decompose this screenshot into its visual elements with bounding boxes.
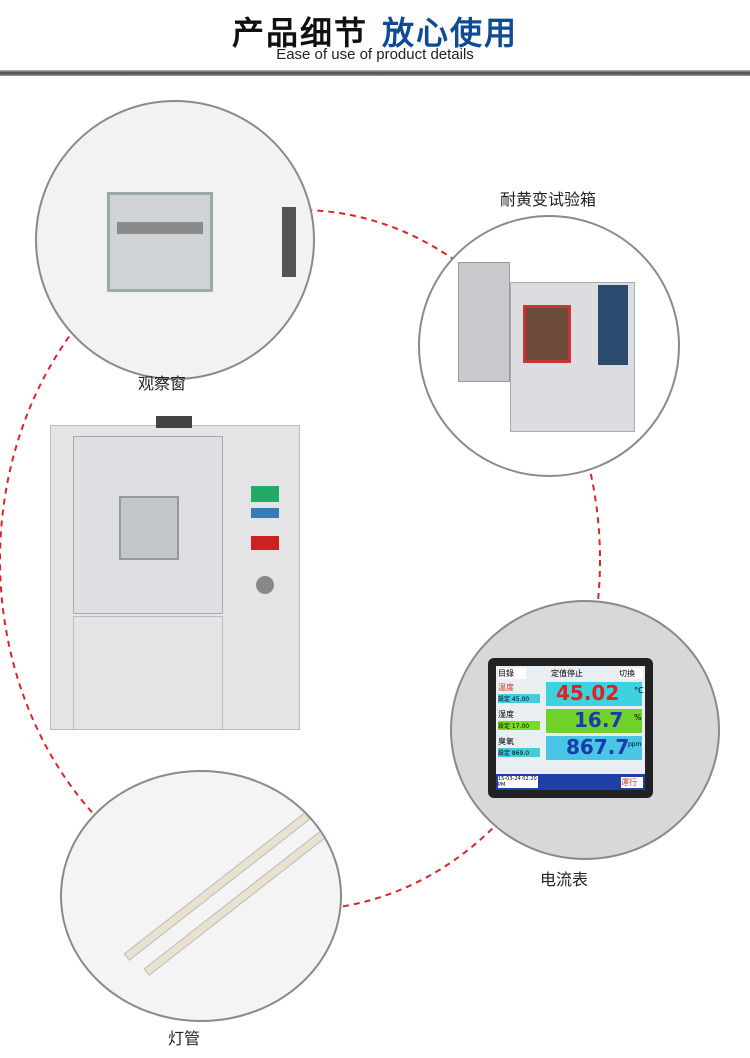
touch-screen: 目錄 定值停止 切換 温度 設定 45.00 45.02 °C 湿度 設定 17… <box>488 658 653 798</box>
humidity-value: 16.7 <box>574 708 624 732</box>
label-chamber: 耐黄变试验箱 <box>500 190 597 209</box>
row-setpoint: 設定 17.00 <box>498 721 540 730</box>
run-button[interactable]: 運行 <box>621 777 643 788</box>
status-text: 定值停止 <box>551 669 583 678</box>
row-unit: °C <box>634 686 644 695</box>
row-name: 温度 <box>498 683 514 692</box>
lamp-image <box>60 770 342 1022</box>
window-closeup-image <box>35 100 315 380</box>
row-name: 湿度 <box>498 710 514 719</box>
title-blue: 放心使用 <box>382 14 519 52</box>
temperature-value: 45.02 <box>556 681 620 705</box>
row-setpoint: 設定 869.0 <box>498 748 540 757</box>
row-name: 臭氧 <box>498 737 514 746</box>
row-setpoint: 設定 45.00 <box>498 694 540 703</box>
chamber-image <box>418 215 680 477</box>
title-black: 产品细节 <box>231 14 368 52</box>
header-divider <box>0 70 750 76</box>
switch-button[interactable]: 切換 <box>619 668 643 679</box>
row-unit: % <box>634 713 642 722</box>
row-unit: ppm <box>628 741 642 748</box>
datetime: 15-03-24 02:20 PM <box>498 776 538 788</box>
header: 产品细节放心使用 Ease of use of product details <box>0 0 750 80</box>
label-meter: 电流表 <box>540 870 589 889</box>
main-machine-image <box>50 416 300 730</box>
subtitle: Ease of use of product details <box>276 46 474 63</box>
menu-button[interactable]: 目錄 <box>498 668 526 679</box>
label-lamp: 灯管 <box>168 1029 201 1048</box>
ozone-value: 867.7 <box>566 735 630 759</box>
page-title: 产品细节放心使用 <box>0 8 750 54</box>
label-window: 观察窗 <box>138 374 187 393</box>
